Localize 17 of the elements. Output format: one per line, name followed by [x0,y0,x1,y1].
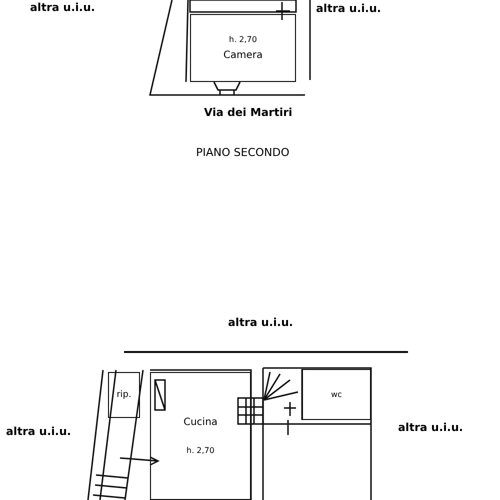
height-label: h. 2,70 [186,446,214,455]
room-name: rip. [116,390,132,400]
room-name: Cucina [183,417,218,428]
height-label: h. 2,70 [229,35,257,44]
neighbour-unit-label: altra u.i.u. [30,1,96,14]
neighbour-unit-label: altra u.i.u. [6,425,72,438]
room-outline [150,372,251,500]
room-outline [302,369,371,420]
room-outline [108,372,140,418]
room-name: wc [331,390,342,399]
room-outline [190,14,296,82]
street-name: Via dei Martiri [204,106,292,119]
room-name: Camera [223,50,263,61]
neighbour-unit-label: altra u.i.u. [228,316,294,329]
neighbour-unit-label: altra u.i.u. [398,421,464,434]
floor-title: PIANO SECONDO [196,146,290,159]
neighbour-unit-label: altra u.i.u. [316,2,382,15]
